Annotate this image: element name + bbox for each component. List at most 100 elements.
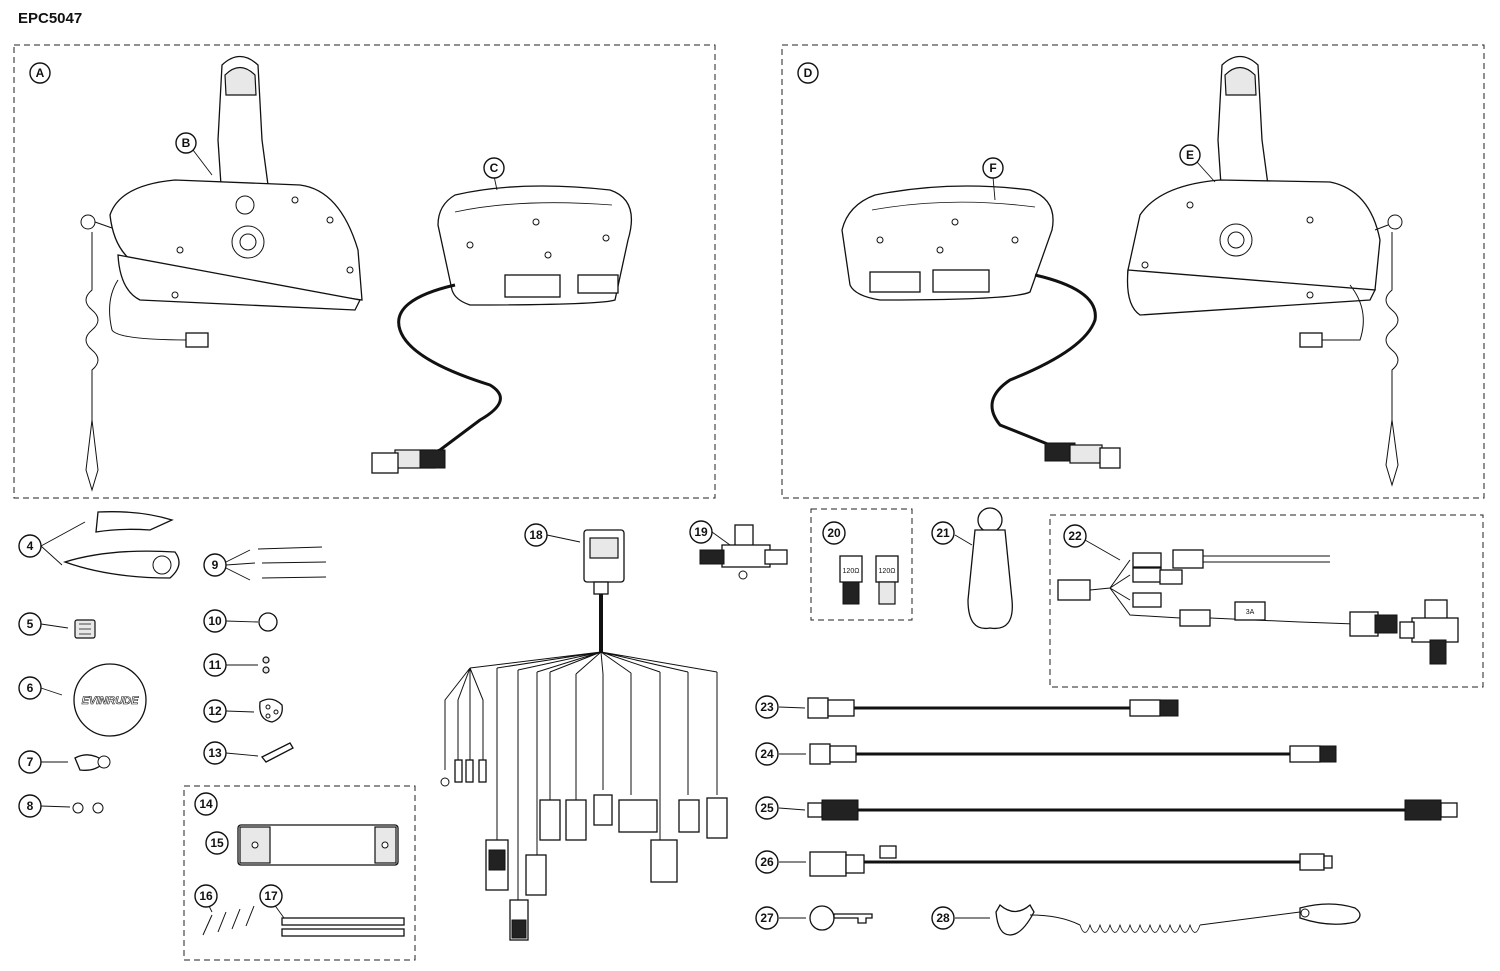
gauge-cable: [397, 283, 502, 464]
callout-15: 15: [205, 831, 229, 855]
fuse-label: 3A: [1246, 609, 1255, 616]
power-harness-icon: 3A: [1057, 549, 1459, 665]
callout-24: 24: [755, 742, 779, 766]
svg-text:24: 24: [760, 747, 774, 761]
group-box-20: [810, 508, 913, 621]
svg-text:18: 18: [529, 528, 543, 542]
gauge-connector-icon: [1044, 442, 1121, 469]
callout-28: 28: [931, 906, 955, 930]
callout-22: 22: [1063, 524, 1087, 548]
key-icon: [809, 905, 873, 931]
gauge-cable: [990, 273, 1097, 457]
cable-icon: [809, 743, 1337, 765]
gauge-display-icon: [437, 185, 632, 306]
svg-text:A: A: [36, 66, 45, 80]
svg-text:14: 14: [199, 797, 213, 811]
lanyard-icon: [995, 903, 1361, 936]
t-connector-icon: [699, 524, 788, 580]
cable-icon: [809, 845, 1333, 877]
callout-4: 4: [18, 534, 42, 558]
svg-text:11: 11: [209, 658, 222, 672]
group-box-d: [781, 44, 1485, 499]
pin-icon: [260, 742, 294, 763]
screw-icon: [202, 905, 255, 936]
label-c: C: [483, 157, 505, 179]
svg-text:5: 5: [27, 617, 34, 631]
page-title: EPC5047: [18, 10, 83, 27]
svg-text:22: 22: [1068, 529, 1082, 543]
svg-text:10: 10: [208, 614, 222, 628]
svg-text:4: 4: [27, 539, 34, 553]
wiring-harness-icon: [440, 529, 728, 941]
callout-20: 20: [822, 521, 846, 545]
callout-8: 8: [18, 794, 42, 818]
grommet-icon: [259, 698, 283, 723]
svg-text:7: 7: [27, 755, 34, 769]
nut-icon: [72, 802, 104, 814]
cable-tie-icon: [281, 917, 405, 937]
clip-icon: [74, 754, 111, 771]
svg-text:B: B: [182, 136, 191, 150]
connector-clip-icon: [74, 619, 96, 639]
lever-grip-icon: [967, 507, 1013, 630]
svg-text:28: 28: [936, 911, 950, 925]
mounting-bracket-icon: [237, 824, 399, 866]
callout-27: 27: [755, 906, 779, 930]
svg-text:27: 27: [760, 911, 774, 925]
svg-text:26: 26: [760, 855, 774, 869]
rod-icon: [257, 546, 327, 579]
callout-6: 6: [18, 676, 42, 700]
control-lever-icon: [80, 55, 363, 492]
svg-text:9: 9: [212, 558, 219, 572]
label-f: F: [982, 157, 1004, 179]
label-b: B: [175, 132, 197, 154]
gauge-display-icon: [841, 185, 1054, 301]
callout-12: 12: [203, 699, 227, 723]
callout-5: 5: [18, 612, 42, 636]
callout-25: 25: [755, 796, 779, 820]
group-box-22: [1049, 514, 1484, 688]
svg-text:15: 15: [210, 836, 224, 850]
cable-icon: [807, 799, 1458, 821]
svg-text:20: 20: [827, 526, 841, 540]
group-box-a: [13, 44, 716, 499]
evinrude-badge-icon: EVINRUDE: [73, 663, 147, 737]
callout-13: 13: [203, 741, 227, 765]
callout-9: 9: [203, 553, 227, 577]
svg-text:C: C: [490, 161, 499, 175]
cable-icon: [807, 697, 1179, 719]
callout-10: 10: [203, 609, 227, 633]
callout-26: 26: [755, 850, 779, 874]
gauge-connector-icon: [371, 449, 446, 474]
callout-19: 19: [689, 520, 713, 544]
svg-text:E: E: [1186, 148, 1194, 162]
terminator-label: 120Ω: [879, 568, 896, 575]
svg-text:16: 16: [199, 889, 213, 903]
group-box-14: [183, 785, 416, 961]
o-ring-icon: [258, 612, 278, 632]
callout-17: 17: [259, 884, 283, 908]
callout-7: 7: [18, 750, 42, 774]
svg-text:D: D: [804, 66, 813, 80]
svg-text:8: 8: [27, 799, 34, 813]
callout-14: 14: [194, 792, 218, 816]
terminator-icon: 120Ω 120Ω: [839, 555, 899, 605]
svg-text:F: F: [989, 161, 996, 175]
svg-text:17: 17: [264, 889, 278, 903]
terminator-label: 120Ω: [843, 568, 860, 575]
badge-logo-text: EVINRUDE: [82, 695, 140, 707]
svg-text:25: 25: [760, 801, 774, 815]
svg-text:13: 13: [208, 746, 222, 760]
label-a: A: [29, 62, 51, 84]
callout-18: 18: [524, 523, 548, 547]
control-lever-icon: [1126, 55, 1403, 487]
label-d: D: [797, 62, 819, 84]
handle-cover-icon: [62, 511, 180, 579]
callout-11: 11: [203, 653, 227, 677]
screw-icon: [262, 656, 270, 674]
svg-text:6: 6: [27, 681, 34, 695]
callout-23: 23: [755, 695, 779, 719]
label-e: E: [1179, 144, 1201, 166]
svg-text:12: 12: [208, 704, 222, 718]
